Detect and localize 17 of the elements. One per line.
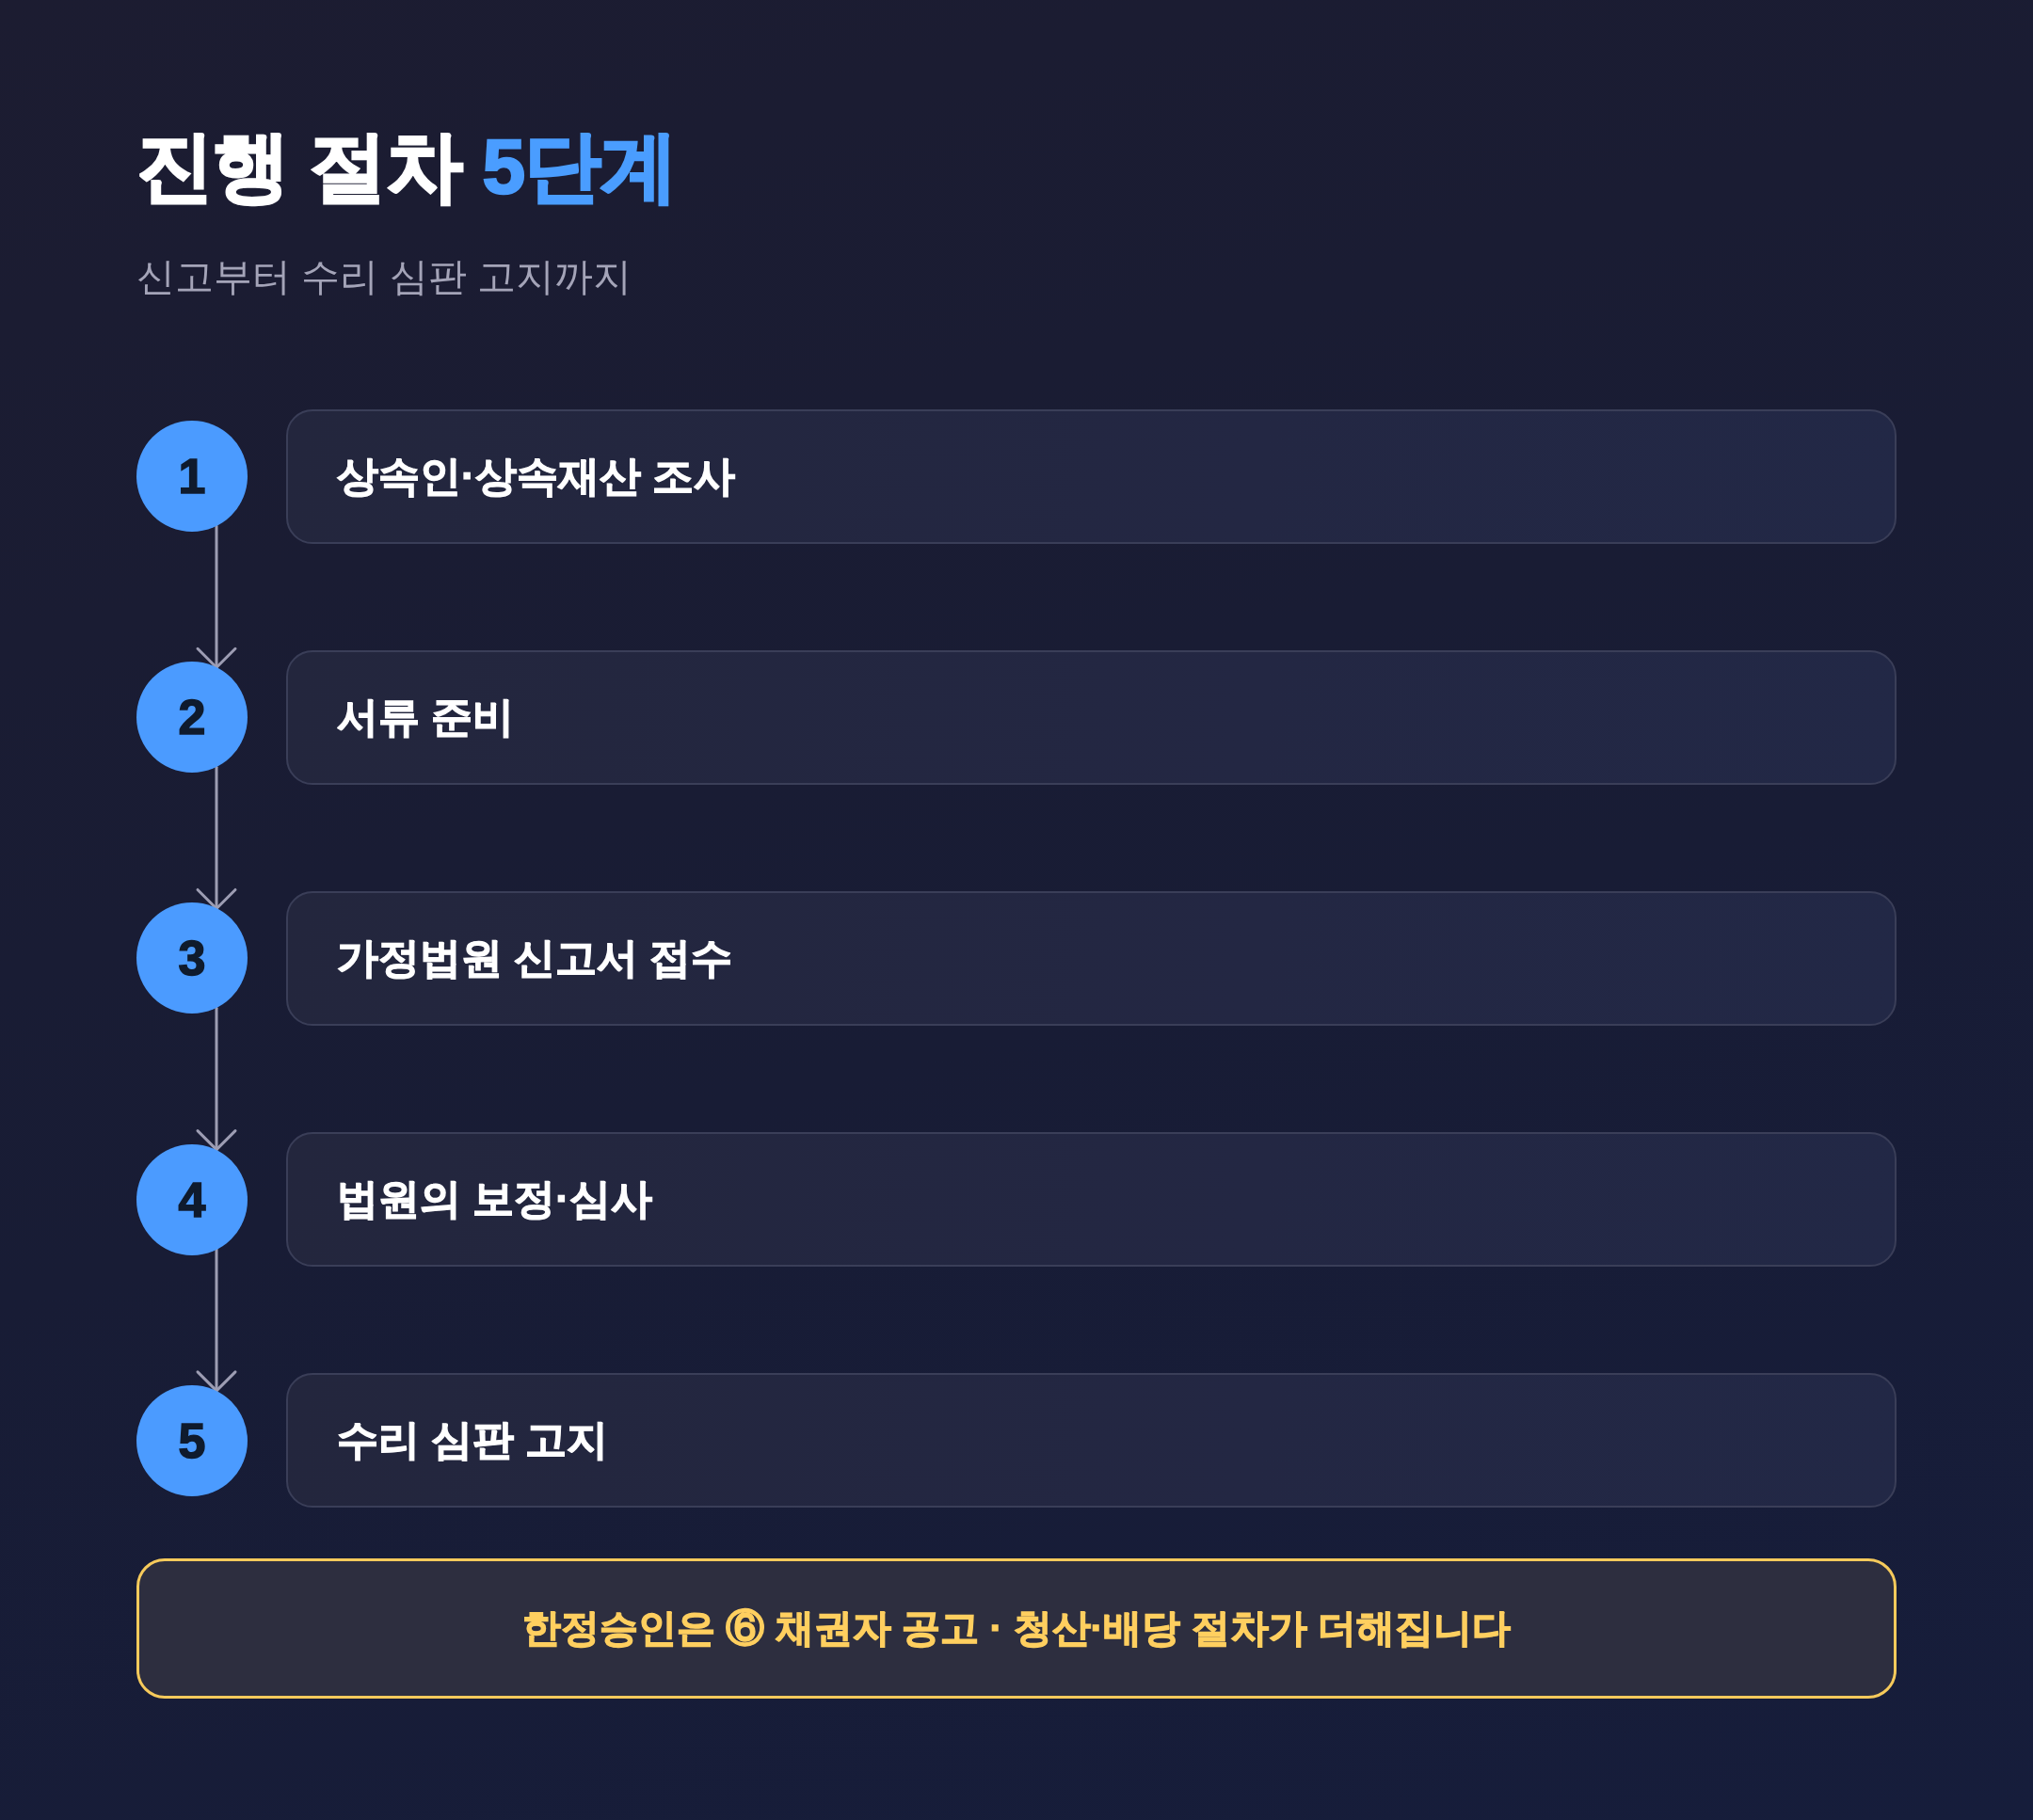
step-box: 가정법원 신고서 접수 (286, 890, 1897, 1026)
note-box: 한정승인은 ⑥ 채권자 공고 · 청산·배당 절차가 더해집니다 (136, 1558, 1897, 1699)
step-box: 상속인·상속재산 조사 (286, 408, 1897, 544)
step-box: 서류 준비 (286, 649, 1897, 785)
step-box: 법원의 보정·심사 (286, 1132, 1897, 1268)
arrow (196, 1006, 237, 1152)
arrow (196, 524, 237, 669)
number-circle: 4 (136, 1143, 248, 1255)
arrow (196, 1248, 237, 1393)
arrow (196, 765, 237, 910)
step-box: 수리 심판 고지 (286, 1373, 1897, 1509)
number-circle: 2 (136, 662, 248, 774)
number-circle: 5 (136, 1384, 248, 1496)
number-circle: 3 (136, 902, 248, 1014)
number-circle: 1 (136, 421, 248, 532)
subtitle: 신고부터 수리 심판 고지까지 (136, 254, 632, 300)
title: 진행 절차 5단계 (136, 126, 678, 208)
